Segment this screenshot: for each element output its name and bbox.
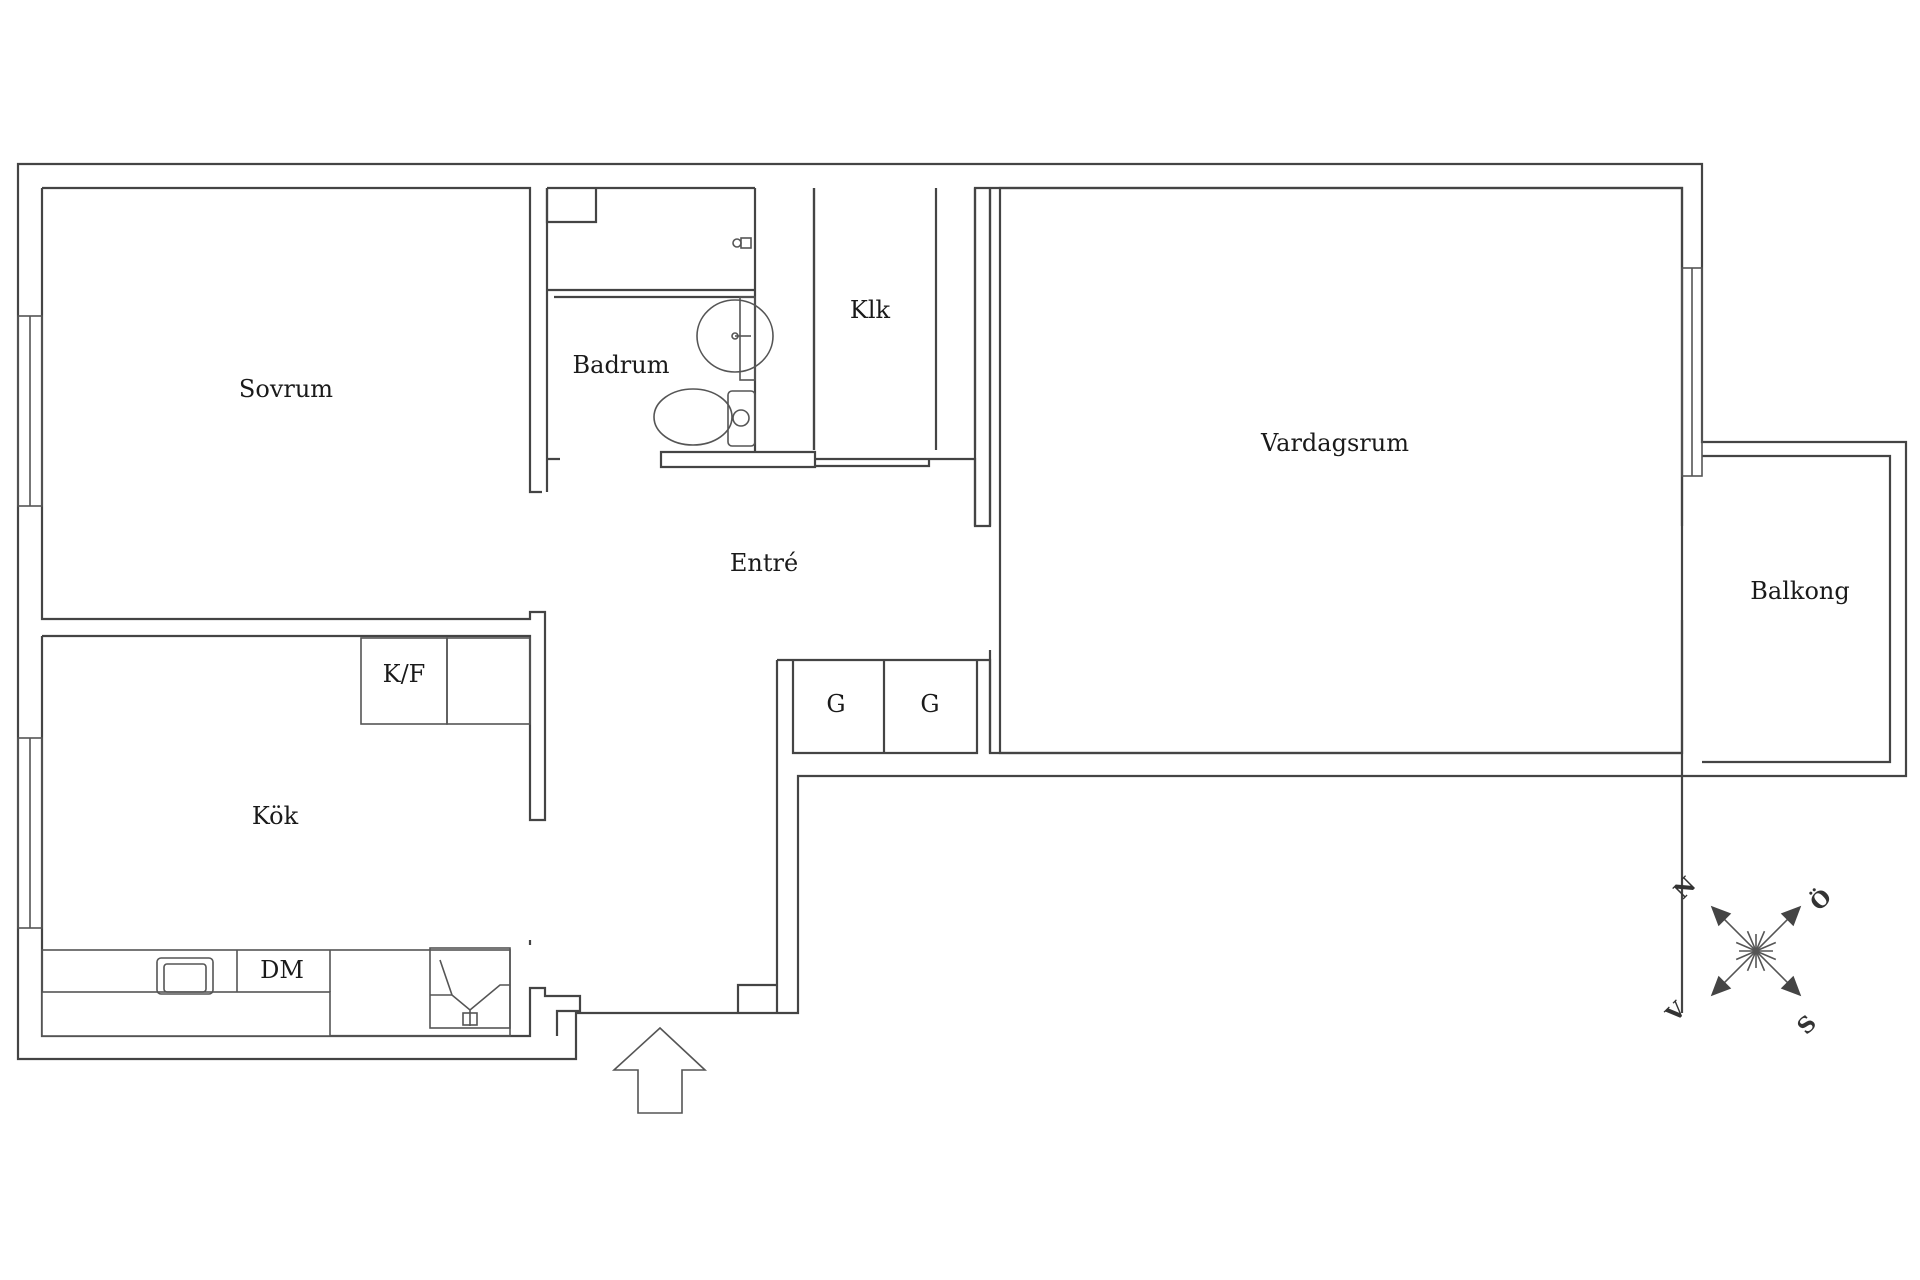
fixture-label-dm: DM xyxy=(260,956,304,984)
fridge-freezer-unit xyxy=(360,637,531,725)
exterior-wall-outer xyxy=(16,162,1908,1061)
fixture-label-g1: G xyxy=(826,690,845,718)
room-label-entre: Entré xyxy=(730,549,798,577)
kitchen-counter xyxy=(41,947,511,1037)
compass-v-label: V xyxy=(1660,996,1692,1028)
balkong-walls xyxy=(1702,454,1892,764)
sovrum-walls xyxy=(40,188,547,822)
bathroom-fixtures xyxy=(653,237,774,447)
kok-walls xyxy=(40,636,582,1038)
room-label-kok: Kök xyxy=(252,802,299,830)
toilet-icon xyxy=(653,388,733,446)
vardagsrum-inner xyxy=(998,186,1684,755)
room-label-klk: Klk xyxy=(850,296,891,324)
room-label-sovrum: Sovrum xyxy=(239,375,333,403)
compass-n-label: N xyxy=(1669,872,1702,905)
badrum-walls xyxy=(545,188,817,469)
room-label-balkong: Balkong xyxy=(1750,577,1849,605)
room-label-badrum: Badrum xyxy=(573,351,670,379)
fixture-label-g2: G xyxy=(920,690,939,718)
entrance-arrow-icon xyxy=(611,1026,708,1114)
wardrobes xyxy=(736,658,992,1013)
sink-icon xyxy=(696,299,774,373)
compass-s-label: S xyxy=(1792,1010,1822,1040)
compass-o-label: Ö xyxy=(1804,883,1837,916)
fixture-label-kf: K/F xyxy=(383,660,426,688)
compass-rose-icon xyxy=(1710,905,1802,997)
windows xyxy=(17,267,1703,929)
room-label-vardagsrum: Vardagsrum xyxy=(1260,429,1409,457)
shower-head-icon xyxy=(732,238,742,248)
klk-walls xyxy=(812,188,992,526)
